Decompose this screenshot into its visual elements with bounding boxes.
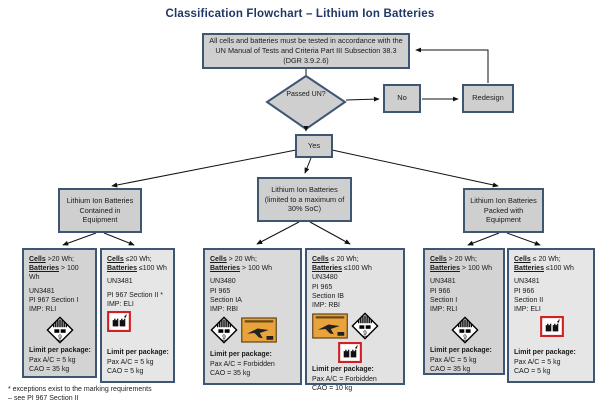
svg-text:9: 9 [58, 335, 62, 342]
limit-per-package: Limit per package: Pax A/C = 5 kg CAO = … [430, 347, 492, 373]
limit-per-package: Limit per package: Pax A/C = 5 kg CAO = … [29, 347, 91, 373]
svg-text:9: 9 [463, 335, 467, 342]
detail-box-pi967-section-1: Cells >20 Wh; Batteries > 100 Wh UN3481 … [22, 248, 97, 378]
lithium-battery-mark-icon [107, 311, 131, 333]
class-9-lithium-battery-label-icon: 9 [210, 316, 238, 344]
limit-per-package: Limit per package: Pax A/C = Forbidden C… [210, 351, 275, 377]
regulation-lines: UN3481 PI 967 Section II * IMP: ELI [107, 278, 164, 308]
no-box: No [383, 84, 421, 113]
spec-header: Cells ≤20 Wh; Batteries ≤100 Wh [107, 256, 167, 273]
detail-box-pi965-section-ia: Cells > 20 Wh; Batteries > 100 Wh UN3480… [203, 248, 302, 385]
decision-passed-un: Passed UN? [286, 91, 326, 98]
limit-per-package: Limit per package: Pax A/C = 5 kg CAO = … [107, 349, 169, 375]
redesign-box: Redesign [462, 84, 514, 113]
lithium-battery-mark-icon [338, 342, 362, 364]
spec-header: Cells > 20 Wh; Batteries > 100 Wh [210, 256, 273, 273]
detail-box-pi965-section-ib: Cells ≤ 20 Wh; Batteries ≤100 Wh UN3480 … [305, 248, 405, 392]
class-9-lithium-battery-label-icon: 9 [351, 312, 379, 340]
branch-contained-in-equipment: Lithium Ion Batteries Contained in Equip… [58, 188, 142, 233]
page-title: Classification Flowchart – Lithium Ion B… [165, 8, 435, 20]
yes-box: Yes [295, 134, 333, 158]
class-9-lithium-battery-label-icon: 9 [450, 316, 479, 344]
regulation-lines: UN3481 PI 967 Section I IMP: RLI [29, 287, 79, 314]
limit-per-package: Limit per package: Pax A/C = 5 kg CAO = … [514, 349, 576, 375]
spec-header: Cells > 20 Wh; Batteries > 100 Wh [430, 256, 493, 273]
lithium-battery-mark-icon [539, 316, 564, 338]
limit-per-package: Limit per package: Pax A/C = Forbidden C… [312, 366, 377, 392]
branch-standalone-30-soc: Lithium Ion Batteries (limited to a maxi… [257, 177, 352, 222]
footnote: * exceptions exist to the marking requir… [8, 386, 152, 403]
class-9-lithium-battery-label-icon: 9 [46, 316, 74, 344]
detail-box-pi966-section-1: Cells > 20 Wh; Batteries > 100 Wh UN3481… [423, 248, 505, 375]
regulation-lines: UN3480 PI 965 Section IA IMP: RBI [210, 278, 242, 314]
un-test-requirement-box: All cells and batteries must be tested i… [202, 33, 410, 69]
regulation-lines: UN3481 PI 966 Section I IMP: RLI [430, 278, 458, 314]
spec-header: Cells ≤ 20 Wh; Batteries ≤100 Wh [514, 256, 574, 273]
detail-box-pi966-section-2: Cells ≤ 20 Wh; Batteries ≤100 Wh UN3481 … [507, 248, 595, 383]
svg-text:9: 9 [363, 331, 367, 338]
svg-text:9: 9 [222, 335, 226, 342]
cargo-aircraft-only-label-icon [241, 317, 277, 343]
regulation-lines: UN3480 PI 965 Section IB IMP: RBI [312, 274, 344, 310]
spec-header: Cells >20 Wh; Batteries > 100 Wh [29, 256, 79, 282]
detail-box-pi967-section-2: Cells ≤20 Wh; Batteries ≤100 Wh UN3481 P… [100, 248, 175, 383]
cargo-aircraft-only-label-icon [312, 313, 348, 339]
spec-header: Cells ≤ 20 Wh; Batteries ≤100 Wh [312, 256, 372, 273]
branch-packed-with-equipment: Lithium Ion Batteries Packed with Equipm… [463, 188, 544, 233]
regulation-lines: UN3481 PI 966 Section II IMP: ELI [514, 278, 544, 314]
